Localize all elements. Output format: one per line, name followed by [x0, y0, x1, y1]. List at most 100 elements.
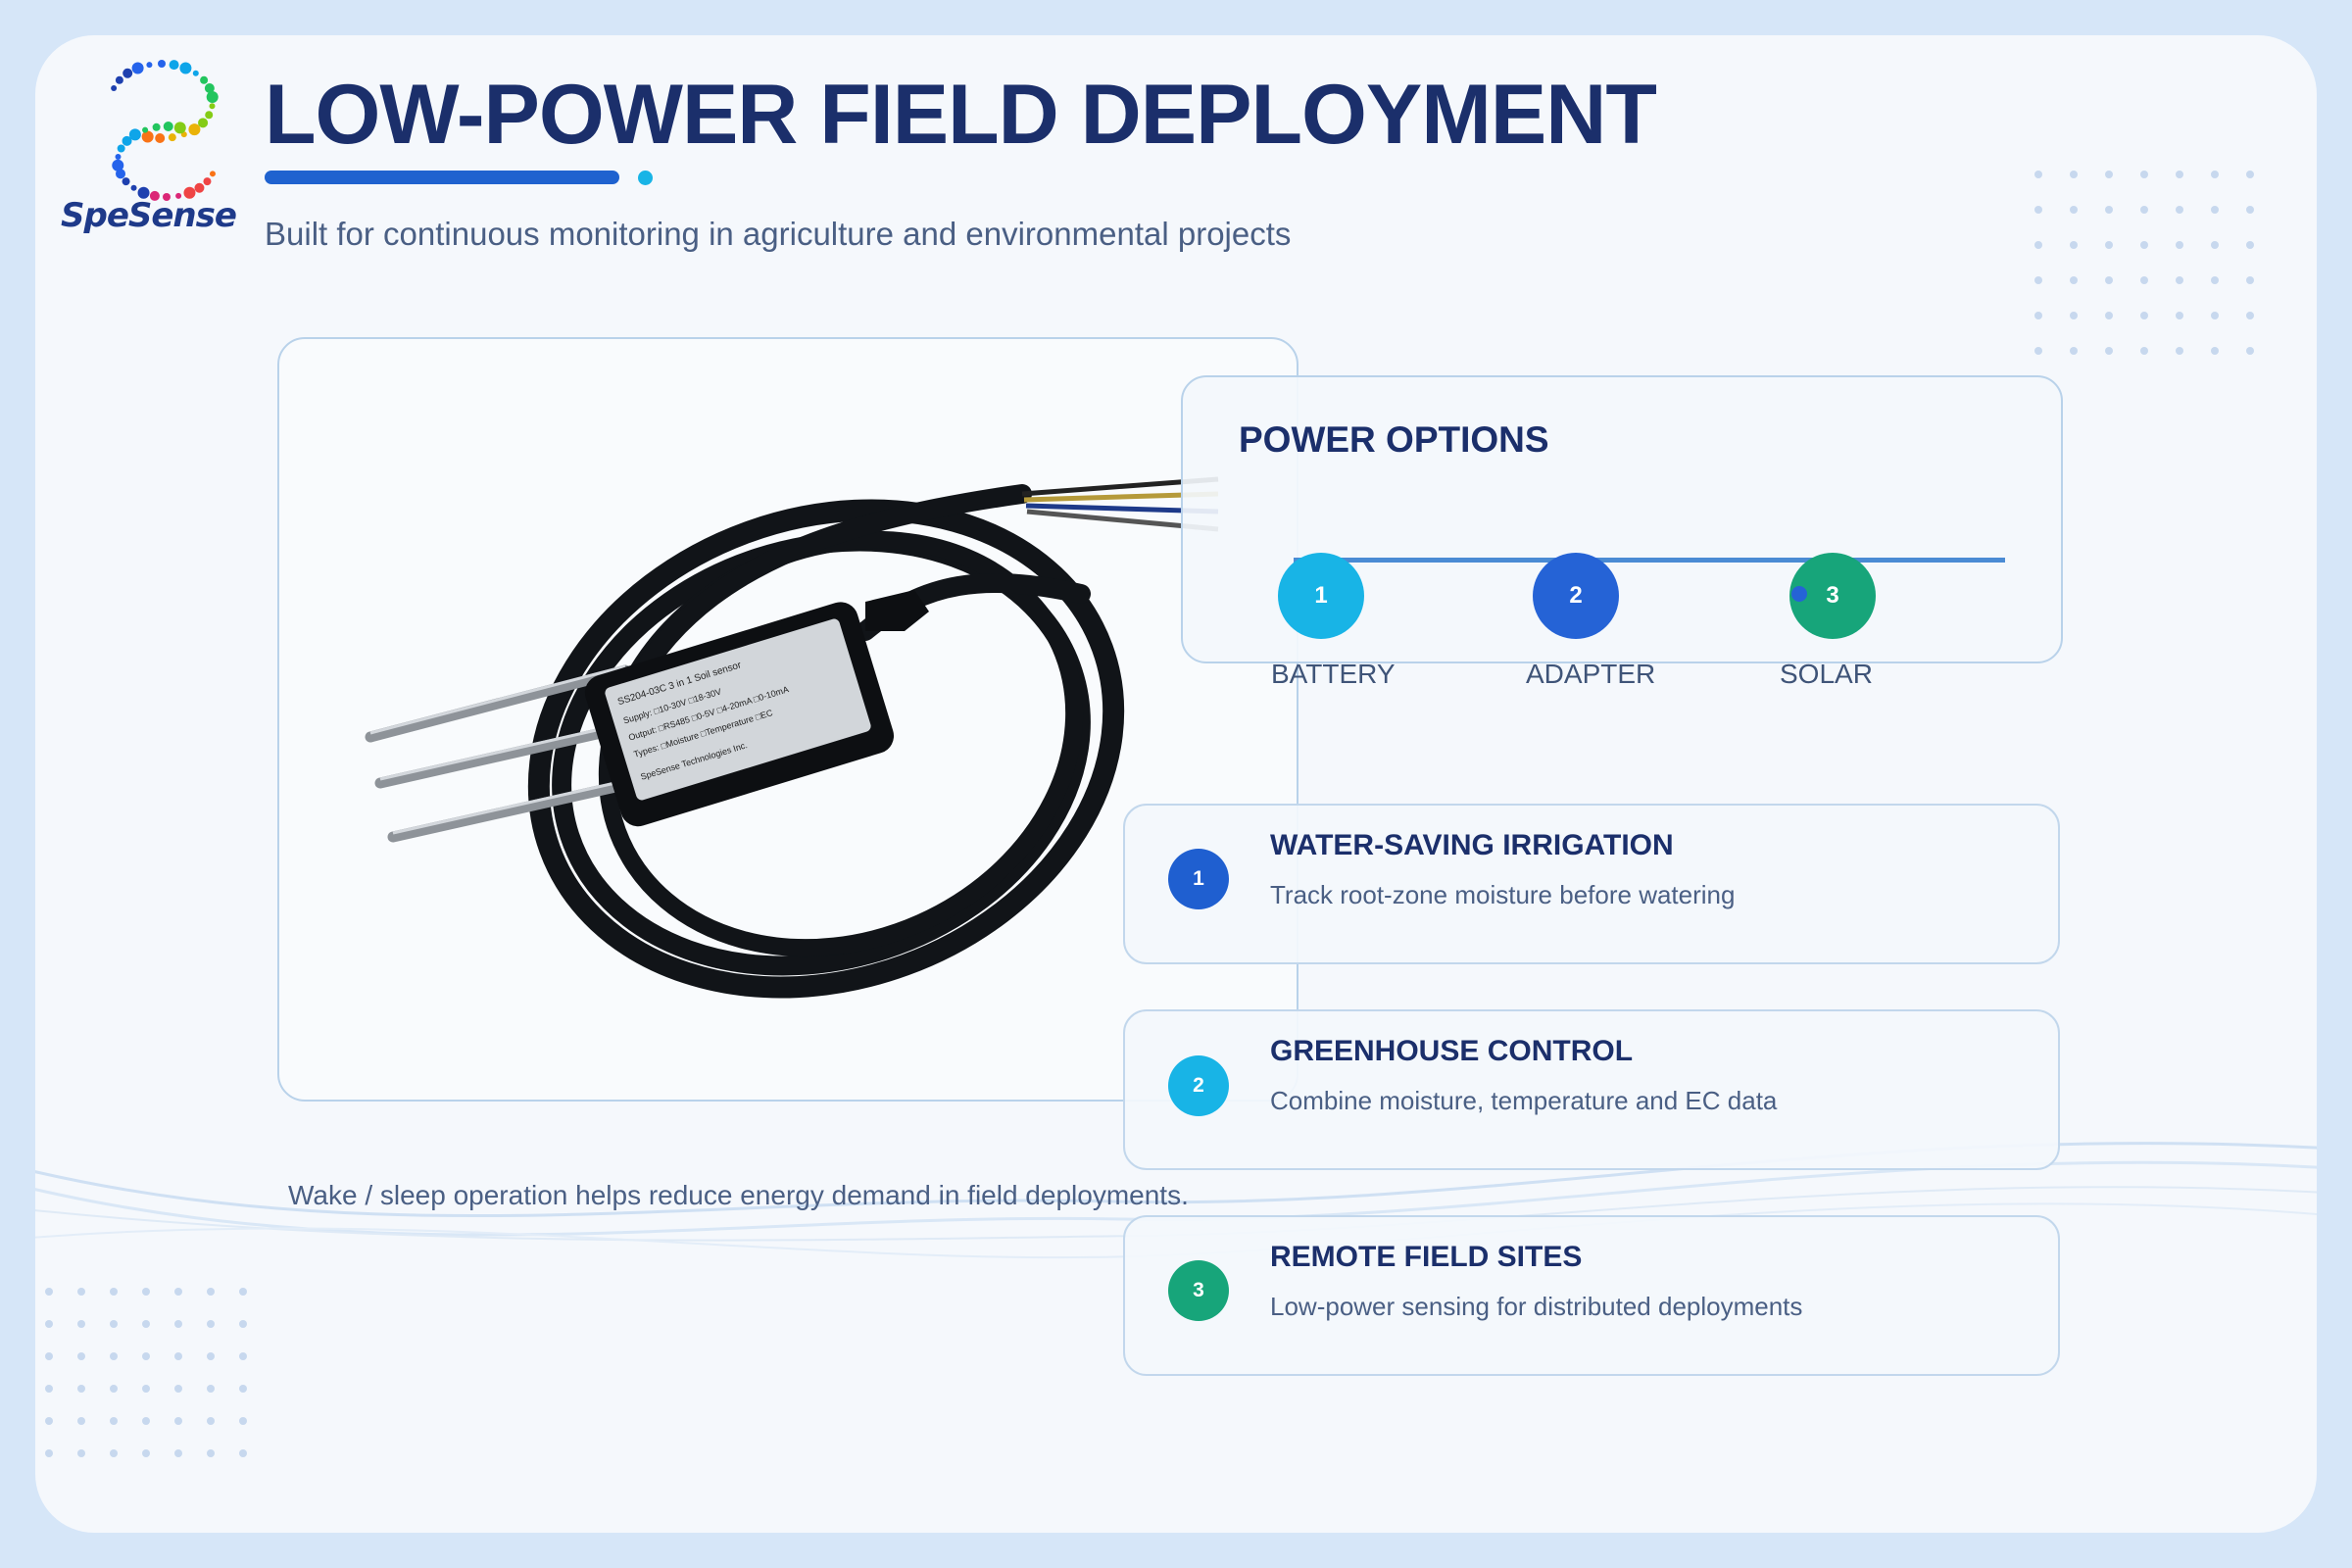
logo-dot: [116, 169, 126, 179]
logo-dot: [158, 60, 166, 68]
decorative-dot: [2034, 347, 2042, 355]
logo-dot: [149, 190, 160, 201]
decorative-dot: [142, 1449, 150, 1457]
decorative-dot: [207, 1385, 215, 1393]
application-title: REMOTE FIELD SITES: [1270, 1241, 1583, 1273]
logo-dot: [204, 83, 215, 94]
application-card-irrigation: [1123, 804, 2060, 964]
decorative-dot: [2140, 312, 2148, 319]
decorative-dot: [2140, 206, 2148, 214]
decorative-dot-grid-bottom-left: [45, 1288, 247, 1457]
decorative-dot: [110, 1449, 118, 1457]
logo-dot: [122, 68, 133, 78]
decorative-dot: [45, 1288, 53, 1296]
decorative-dot: [45, 1385, 53, 1393]
page-title: LOW-POWER FIELD DEPLOYMENT: [265, 68, 1657, 162]
logo-dot: [168, 133, 176, 142]
logo-dot: [137, 186, 150, 199]
decorative-dot: [2034, 312, 2042, 319]
decorative-dot: [2034, 276, 2042, 284]
page-subtitle: Built for continuous monitoring in agric…: [265, 216, 1292, 252]
power-options-title: POWER OPTIONS: [1239, 419, 1549, 460]
decorative-dot: [174, 1449, 182, 1457]
decorative-dot: [142, 1352, 150, 1360]
power-step-number: 3: [1826, 582, 1839, 609]
decorative-dot: [207, 1417, 215, 1425]
logo-dot: [203, 177, 212, 186]
logo-dot: [205, 111, 214, 120]
decorative-dot: [2176, 171, 2183, 178]
application-badge: 2: [1168, 1055, 1229, 1116]
logo-dot: [115, 153, 122, 160]
application-badge: 1: [1168, 849, 1229, 909]
decorative-dot: [2105, 206, 2113, 214]
logo-dot: [146, 62, 153, 69]
logo-dot: [194, 182, 205, 193]
brand-name: SpeSense: [61, 196, 237, 235]
title-underline: [265, 171, 619, 184]
decorative-dot: [2070, 171, 2078, 178]
power-step-number: 2: [1569, 582, 1583, 609]
logo-dot: [122, 135, 132, 146]
decorative-dot: [2070, 276, 2078, 284]
decorative-dot: [2105, 241, 2113, 249]
logo-dot: [209, 103, 216, 110]
logo-dot: [206, 91, 219, 104]
decorative-dot: [2105, 347, 2113, 355]
decorative-dot: [239, 1320, 247, 1328]
decorative-dot: [77, 1320, 85, 1328]
application-badge: 3: [1168, 1260, 1229, 1321]
logo-dot: [152, 122, 161, 131]
decorative-dot: [174, 1320, 182, 1328]
decorative-dot: [2140, 241, 2148, 249]
decorative-dot: [174, 1385, 182, 1393]
decorative-dot: [110, 1352, 118, 1360]
power-timeline-line: [1294, 558, 2005, 563]
decorative-dot: [239, 1417, 247, 1425]
decorative-dot: [2176, 347, 2183, 355]
logo-dot: [115, 75, 123, 84]
spesense-logo-icon: [111, 60, 219, 201]
decorative-dot: [2246, 206, 2254, 214]
decorative-dot: [174, 1417, 182, 1425]
caption-text: Wake / sleep operation helps reduce ener…: [288, 1180, 1189, 1210]
power-step-number: 1: [1314, 582, 1328, 609]
application-card-greenhouse: [1123, 1009, 2060, 1170]
logo-dot: [183, 186, 196, 199]
power-step-label-solar: SOLAR: [1780, 659, 1873, 689]
decorative-dot: [142, 1320, 150, 1328]
application-description: Track root-zone moisture before watering: [1270, 880, 1736, 909]
decorative-dot: [2176, 312, 2183, 319]
decorative-dot: [142, 1288, 150, 1296]
decorative-dot: [174, 1352, 182, 1360]
decorative-dot: [2246, 171, 2254, 178]
power-step-label-battery: BATTERY: [1271, 659, 1396, 689]
decorative-dot: [110, 1288, 118, 1296]
decorative-dot: [239, 1449, 247, 1457]
logo-dot: [128, 128, 141, 141]
decorative-dot: [2246, 347, 2254, 355]
decorative-dot: [110, 1417, 118, 1425]
power-step-battery: 1: [1278, 553, 1364, 639]
application-description: Low-power sensing for distributed deploy…: [1270, 1292, 1803, 1321]
decorative-dot: [2211, 312, 2219, 319]
decorative-dot: [2246, 241, 2254, 249]
timeline-marker: [1791, 586, 1807, 602]
decorative-dot: [45, 1352, 53, 1360]
decorative-dot: [45, 1417, 53, 1425]
logo-dot: [155, 132, 166, 143]
logo-dot: [163, 193, 171, 201]
logo-dot: [122, 177, 130, 186]
logo-dot: [112, 159, 124, 172]
decorative-dot: [2211, 241, 2219, 249]
decorative-dot: [207, 1288, 215, 1296]
decorative-dot: [2211, 347, 2219, 355]
decorative-dot: [207, 1352, 215, 1360]
decorative-dot: [110, 1320, 118, 1328]
logo-dot: [142, 126, 149, 133]
decorative-dot: [2105, 276, 2113, 284]
decorative-dot: [77, 1288, 85, 1296]
decorative-dot: [174, 1288, 182, 1296]
logo-dot: [173, 122, 186, 134]
decorative-dot: [2105, 312, 2113, 319]
